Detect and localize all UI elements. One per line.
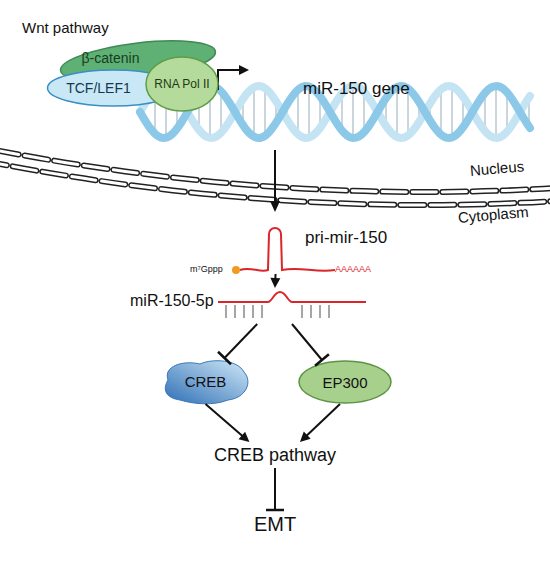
node-text: CREB pathway [214,445,336,466]
node-text: EP300 [322,374,367,391]
node-text: β-catenin [82,50,140,66]
base-pair [264,88,266,136]
node-text: TCF/LEF1 [66,80,131,96]
connector-line [306,404,340,436]
mature-mirna: miR-150-5p [130,288,370,324]
compartment-label: Cytoplasm [457,203,529,226]
node-text: pri-mir-150 [305,228,387,248]
protein-ellipse: EP300 [298,360,392,404]
polya-label: AAAAAA [335,264,371,274]
transcription-arrow [218,70,240,90]
connector-line [292,324,322,360]
connector-line [206,404,244,437]
compartment-label: Nucleus [469,157,524,179]
inhibition-bar [218,352,231,364]
protein-ellipse: RNA Pol II [145,56,219,112]
inhibition-bar [315,354,329,366]
pathway-text: CREB pathway [195,442,355,468]
nuclear-envelope [0,150,550,205]
node-text: miR-150-5p [130,292,214,310]
connector-line [225,324,258,358]
inhibition-connector [292,324,329,366]
inhibition-connector [266,468,284,510]
node-text: CREB [185,373,227,390]
base-pair [495,86,497,138]
arrow-connector [206,404,250,442]
arrow-head [239,432,250,442]
connector-line [274,274,276,280]
base-pair [253,87,255,136]
arrow-head [270,201,280,212]
protein-blob: CREB [158,358,253,404]
inhibition-connector [218,324,257,364]
outcome-text: EMT [245,510,305,538]
pathway-title: Wnt pathway [22,19,109,36]
base-pair [451,87,453,138]
connector-line [274,468,276,510]
node-text: EMT [254,513,296,536]
base-pair [440,89,442,134]
node-text: RNA Pol II [154,77,209,91]
export-arrow [274,150,276,202]
gene-label: miR-150 gene [303,79,410,99]
arrow-head [239,65,249,75]
cap-label: m⁷Gppp [190,264,223,274]
inhibition-bar [266,509,284,512]
arrow-head [300,431,311,442]
arrow-connector [270,274,280,288]
arrow-head [270,278,280,288]
arrow-connector [300,404,340,442]
